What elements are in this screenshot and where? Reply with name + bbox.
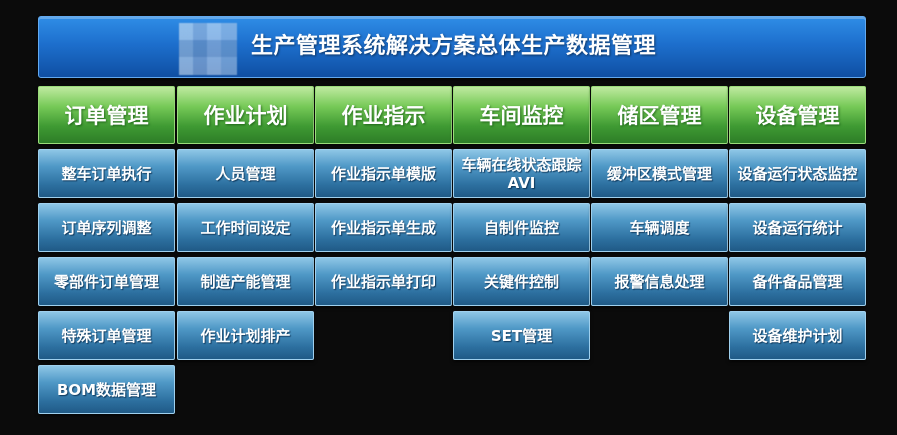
item-scheduling[interactable]: 作业计划排产 [177, 311, 314, 360]
item-personnel[interactable]: 人员管理 [177, 149, 314, 198]
item-equipment-stats[interactable]: 设备运行统计 [729, 203, 866, 252]
column-equipment-management: 设备管理 设备运行状态监控 设备运行统计 备件备品管理 设备维护计划 [729, 86, 866, 365]
header-work-instruction: 作业指示 [315, 86, 452, 144]
item-bom-data[interactable]: BOM数据管理 [38, 365, 175, 414]
item-alarm-handling[interactable]: 报警信息处理 [591, 257, 728, 306]
header-storage-management: 储区管理 [591, 86, 728, 144]
item-spare-parts[interactable]: 备件备品管理 [729, 257, 866, 306]
item-order-execution[interactable]: 整车订单执行 [38, 149, 175, 198]
item-self-made-parts[interactable]: 自制件监控 [453, 203, 590, 252]
item-instruction-generate[interactable]: 作业指示单生成 [315, 203, 452, 252]
item-special-order[interactable]: 特殊订单管理 [38, 311, 175, 360]
header-equipment-management: 设备管理 [729, 86, 866, 144]
column-shop-monitoring: 车间监控 车辆在线状态跟踪AVI 自制件监控 关键件控制 SET管理 [453, 86, 590, 365]
item-work-time[interactable]: 工作时间设定 [177, 203, 314, 252]
column-work-plan: 作业计划 人员管理 工作时间设定 制造产能管理 作业计划排产 [177, 86, 314, 365]
item-instruction-template[interactable]: 作业指示单模版 [315, 149, 452, 198]
column-order-management: 订单管理 整车订单执行 订单序列调整 零部件订单管理 特殊订单管理 BOM数据管… [38, 86, 175, 419]
header-shop-monitoring: 车间监控 [453, 86, 590, 144]
column-storage-management: 储区管理 缓冲区模式管理 车辆调度 报警信息处理 [591, 86, 728, 311]
column-work-instruction: 作业指示 作业指示单模版 作业指示单生成 作业指示单打印 [315, 86, 452, 311]
item-instruction-print[interactable]: 作业指示单打印 [315, 257, 452, 306]
item-maintenance-plan[interactable]: 设备维护计划 [729, 311, 866, 360]
item-buffer-mode[interactable]: 缓冲区模式管理 [591, 149, 728, 198]
item-vehicle-dispatch[interactable]: 车辆调度 [591, 203, 728, 252]
blurred-logo [179, 23, 237, 75]
item-capacity[interactable]: 制造产能管理 [177, 257, 314, 306]
item-vehicle-tracking[interactable]: 车辆在线状态跟踪AVI [453, 149, 590, 198]
item-order-sequence[interactable]: 订单序列调整 [38, 203, 175, 252]
item-set-management[interactable]: SET管理 [453, 311, 590, 360]
page-title: 生产管理系统解决方案总体生产数据管理 [251, 34, 657, 59]
header-order-management: 订单管理 [38, 86, 175, 144]
header-work-plan: 作业计划 [177, 86, 314, 144]
title-banner: 生产管理系统解决方案总体生产数据管理 [38, 16, 866, 78]
item-equipment-status[interactable]: 设备运行状态监控 [729, 149, 866, 198]
item-parts-order[interactable]: 零部件订单管理 [38, 257, 175, 306]
item-key-parts[interactable]: 关键件控制 [453, 257, 590, 306]
